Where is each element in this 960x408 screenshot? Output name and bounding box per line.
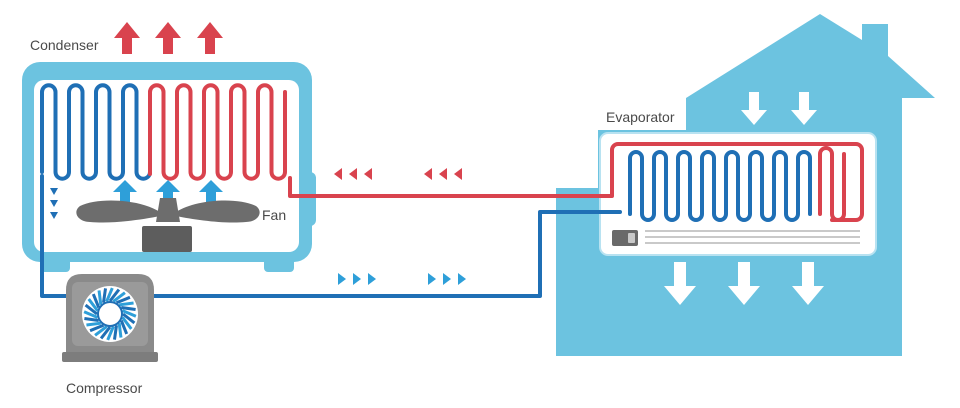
compressor-spoke bbox=[87, 298, 99, 312]
air-output-arrows bbox=[664, 262, 824, 305]
triangle-down-icon bbox=[50, 200, 58, 207]
triangle-right-icon bbox=[458, 273, 466, 285]
up-arrow-icon bbox=[155, 22, 181, 54]
compressor-spoke bbox=[89, 323, 105, 333]
triangle-right-icon bbox=[338, 273, 346, 285]
compressor-spoke bbox=[112, 291, 126, 303]
compressor-spoke bbox=[117, 323, 123, 338]
compressor-spoke bbox=[94, 325, 108, 337]
fan-airflow-arrows bbox=[113, 180, 223, 204]
compressor-spoke bbox=[105, 287, 114, 303]
evaporator-label: Evaporator bbox=[606, 109, 675, 125]
down-arrow-icon bbox=[791, 92, 817, 125]
evaporator-louvres bbox=[645, 230, 860, 244]
up-arrow-icon bbox=[114, 22, 140, 54]
house bbox=[556, 14, 935, 356]
compressor-spoke bbox=[122, 312, 136, 325]
triangle-right-icon bbox=[368, 273, 376, 285]
evaporator-coil-hot-outer bbox=[610, 142, 864, 222]
compressor-icon bbox=[62, 274, 158, 362]
evaporator-coil-hot-inner bbox=[818, 146, 846, 222]
compressor-label: Compressor bbox=[66, 380, 143, 396]
compressor-base bbox=[62, 352, 158, 362]
fan-blade-right bbox=[176, 200, 260, 223]
cold-flow-indicators bbox=[338, 273, 466, 285]
compressor-spoke bbox=[97, 290, 103, 305]
compressor-spoke bbox=[99, 326, 112, 340]
evaporator-coil-cold bbox=[628, 150, 812, 222]
compressor-spokes bbox=[83, 287, 137, 341]
condenser-coil bbox=[40, 83, 287, 181]
triangle-left-icon bbox=[424, 168, 432, 180]
up-arrow-icon bbox=[156, 180, 180, 204]
down-arrow-icon bbox=[792, 262, 824, 305]
compressor-spoke bbox=[108, 288, 121, 302]
condenser-label: Condenser bbox=[30, 37, 99, 53]
up-arrow-icon bbox=[199, 180, 223, 204]
evaporator-coil bbox=[610, 142, 864, 222]
hot-flow-indicators bbox=[334, 168, 462, 180]
up-arrow-icon bbox=[113, 180, 137, 204]
triangle-right-icon bbox=[353, 273, 361, 285]
compressor-hub bbox=[97, 301, 123, 327]
up-arrow-icon bbox=[197, 22, 223, 54]
fan-icon bbox=[76, 198, 260, 252]
compressor-spoke bbox=[121, 316, 133, 330]
compressor-spoke bbox=[115, 295, 131, 305]
compressor-spoke bbox=[119, 301, 134, 307]
compressor-spoke bbox=[121, 309, 137, 318]
fan-blade-center bbox=[156, 198, 180, 222]
down-arrow-icon bbox=[664, 262, 696, 305]
compressor-spoke bbox=[84, 317, 99, 322]
condenser-drip-marks bbox=[50, 188, 58, 219]
triangle-right-icon bbox=[443, 273, 451, 285]
compressor-spoke bbox=[102, 288, 107, 303]
compressor-spoke bbox=[119, 319, 129, 335]
down-arrow-icon bbox=[741, 92, 767, 125]
hot-refrigerant-line bbox=[288, 148, 614, 198]
compressor-spoke bbox=[84, 303, 98, 316]
triangle-left-icon bbox=[454, 168, 462, 180]
down-arrow-icon bbox=[728, 262, 760, 305]
triangle-left-icon bbox=[439, 168, 447, 180]
triangle-down-icon bbox=[50, 188, 58, 195]
compressor-spoke bbox=[106, 325, 115, 341]
fan-label: Fan bbox=[262, 207, 286, 223]
compressor-spoke bbox=[113, 325, 118, 340]
compressor-spoke bbox=[83, 310, 99, 319]
fan-blade-left bbox=[76, 200, 160, 223]
triangle-left-icon bbox=[364, 168, 372, 180]
evaporator-display-light bbox=[628, 233, 635, 243]
condenser-coil-cold bbox=[40, 83, 152, 181]
fan-motor bbox=[142, 226, 192, 252]
triangle-left-icon bbox=[349, 168, 357, 180]
compressor-spoke bbox=[121, 306, 136, 311]
triangle-left-icon bbox=[334, 168, 342, 180]
heat-out-arrows bbox=[114, 22, 223, 54]
compressor-spoke bbox=[91, 293, 101, 309]
triangle-down-icon bbox=[50, 212, 58, 219]
compressor-spoke bbox=[86, 321, 101, 327]
air-intake-arrows bbox=[741, 92, 817, 125]
triangle-right-icon bbox=[428, 273, 436, 285]
cold-refrigerant-line bbox=[40, 174, 622, 298]
condenser-coil-hot bbox=[148, 83, 287, 181]
